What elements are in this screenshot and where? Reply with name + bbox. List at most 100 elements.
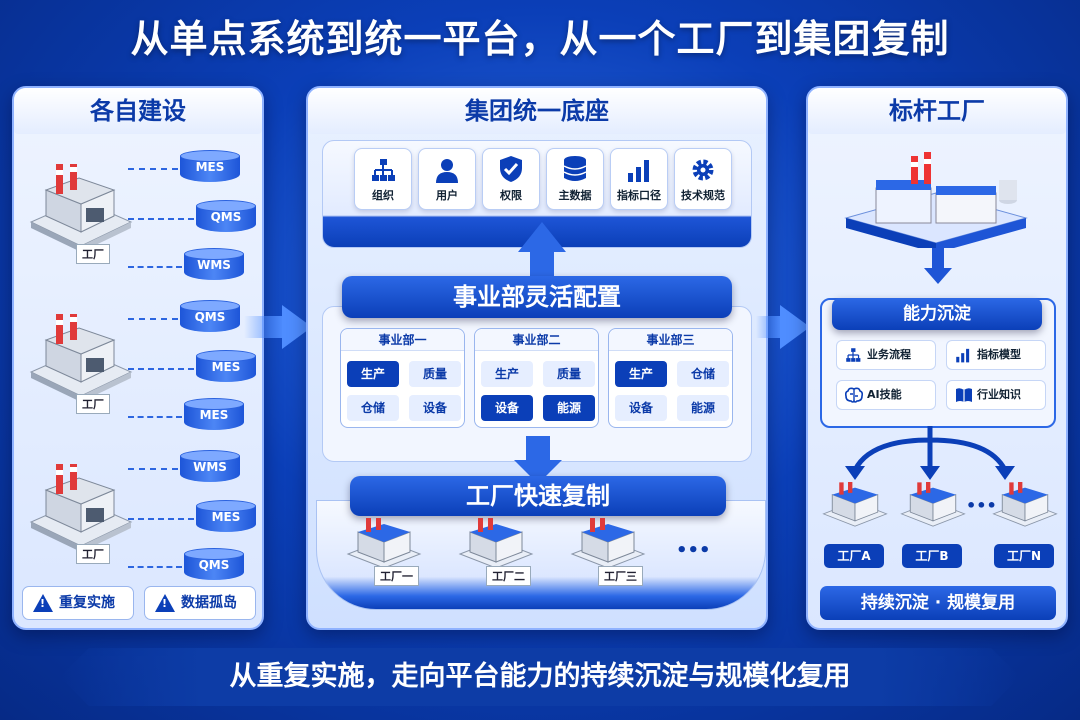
connector-line: [128, 318, 178, 320]
foundation-item-1: 用户: [418, 148, 476, 210]
warning-label: 数据孤岛: [181, 595, 237, 611]
module-chip: 设备: [481, 395, 533, 421]
system-database-icon: MES: [184, 398, 244, 432]
left-panel-title: 各自建设: [14, 88, 262, 134]
foundation-item-2: 权限: [482, 148, 540, 210]
system-database-icon: MES: [196, 500, 256, 534]
right-panel-title: 标杆工厂: [808, 88, 1066, 134]
shield-check-icon: [483, 149, 539, 183]
module-chip: 能源: [543, 395, 595, 421]
more-factories-dots: •••: [676, 540, 711, 561]
module-chip: 设备: [409, 395, 461, 421]
right-footer: 持续沉淀 · 规模复用: [820, 586, 1056, 620]
factory-label: 工厂: [76, 394, 110, 414]
division-card: 事业部三生产仓储设备能源: [608, 328, 733, 428]
warning-label: 重复实施: [59, 595, 115, 611]
foundation-item-label: 指标口径: [617, 189, 661, 202]
factory-label: 工厂一: [374, 566, 419, 586]
main-title: 从单点系统到统一平台，从一个工厂到集团复制: [130, 17, 950, 61]
capability-label: 业务流程: [867, 348, 911, 361]
foundation-item-label: 技术规范: [681, 189, 725, 202]
foundation-item-label: 主数据: [558, 189, 592, 202]
benchmark-factory: [836, 148, 1036, 253]
module-chip: 生产: [347, 361, 399, 387]
more-factories-dots: •••: [966, 496, 997, 515]
capability-label: 行业知识: [977, 388, 1021, 401]
replicated-factory-illustration: [820, 480, 890, 532]
replicated-factory-illustration: [898, 480, 968, 532]
gear-icon: [675, 149, 731, 183]
branch-arrows: [845, 426, 1015, 480]
database-icon: [547, 149, 603, 183]
foundation-item-label: 组织: [372, 189, 394, 202]
connector-line: [128, 416, 182, 418]
division-card: 事业部一生产质量仓储设备: [340, 328, 465, 428]
system-database-icon: WMS: [180, 450, 240, 484]
system-database-icon: QMS: [180, 300, 240, 334]
division-card: 事业部二生产质量设备能源: [474, 328, 599, 428]
up-arrow-icon: [518, 222, 566, 252]
module-chip: 生产: [615, 361, 667, 387]
replicated-factory-illustration: [568, 516, 648, 572]
capability-item: 行业知识: [946, 380, 1046, 410]
module-chip: 质量: [543, 361, 595, 387]
system-label: QMS: [210, 210, 242, 224]
down-arrow-icon: [924, 268, 952, 284]
foundation-item-4: 指标口径: [610, 148, 668, 210]
user-icon: [419, 149, 475, 183]
factory-illustration: [26, 310, 136, 404]
bottom-banner: 从重复实施，走向平台能力的持续沉淀与规模化复用: [229, 661, 851, 692]
system-label: WMS: [197, 258, 231, 272]
warning-icon: [155, 594, 175, 612]
flow-arrow-shaft: [756, 316, 782, 338]
connector-line: [128, 566, 182, 568]
system-label: WMS: [193, 460, 227, 474]
up-arrow-shaft: [530, 250, 554, 278]
system-label: MES: [195, 160, 225, 174]
system-database-icon: QMS: [184, 548, 244, 582]
factory-label: 工厂: [76, 244, 110, 264]
system-label: MES: [199, 408, 229, 422]
factory-illustration: [26, 160, 136, 254]
factory-illustration: [26, 460, 136, 554]
division-name: 事业部二: [475, 329, 598, 351]
connector-line: [128, 368, 194, 370]
factory-label: 工厂二: [486, 566, 531, 586]
factory-button: 工厂A: [824, 544, 884, 568]
system-label: MES: [211, 360, 241, 374]
system-database-icon: MES: [196, 350, 256, 384]
warning-data-silo: 数据孤岛: [144, 586, 256, 620]
module-chip: 能源: [677, 395, 729, 421]
connector-line: [128, 218, 194, 220]
capability-item: AI技能: [836, 380, 936, 410]
system-database-icon: QMS: [196, 200, 256, 234]
system-database-icon: WMS: [184, 248, 244, 282]
capability-label: AI技能: [867, 388, 902, 401]
capability-title: 能力沉淀: [832, 298, 1042, 330]
division-config-title: 事业部灵活配置: [342, 276, 732, 318]
system-label: QMS: [194, 310, 226, 324]
connector-line: [128, 168, 178, 170]
replicated-factory-illustration: [990, 480, 1060, 532]
flow-arrow-shaft: [244, 316, 284, 338]
factory-label: 工厂: [76, 544, 110, 564]
division-name: 事业部三: [609, 329, 732, 351]
connector-line: [128, 468, 178, 470]
bottom-banner-bg: [60, 648, 1020, 706]
down-arrow-shaft: [932, 248, 944, 270]
org-chart-icon: [355, 149, 411, 183]
connector-line: [128, 266, 182, 268]
connector-line: [128, 518, 194, 520]
module-chip: 仓储: [347, 395, 399, 421]
division-name: 事业部一: [341, 329, 464, 351]
capability-label: 指标模型: [977, 348, 1021, 361]
flow-arrow-right-icon: [780, 305, 810, 349]
module-chip: 生产: [481, 361, 533, 387]
foundation-item-label: 用户: [436, 189, 458, 202]
factory-button: 工厂N: [994, 544, 1054, 568]
module-chip: 设备: [615, 395, 667, 421]
warning-icon: [33, 594, 53, 612]
module-chip: 仓储: [677, 361, 729, 387]
center-panel-title: 集团统一底座: [308, 88, 766, 134]
capability-item: 指标模型: [946, 340, 1046, 370]
